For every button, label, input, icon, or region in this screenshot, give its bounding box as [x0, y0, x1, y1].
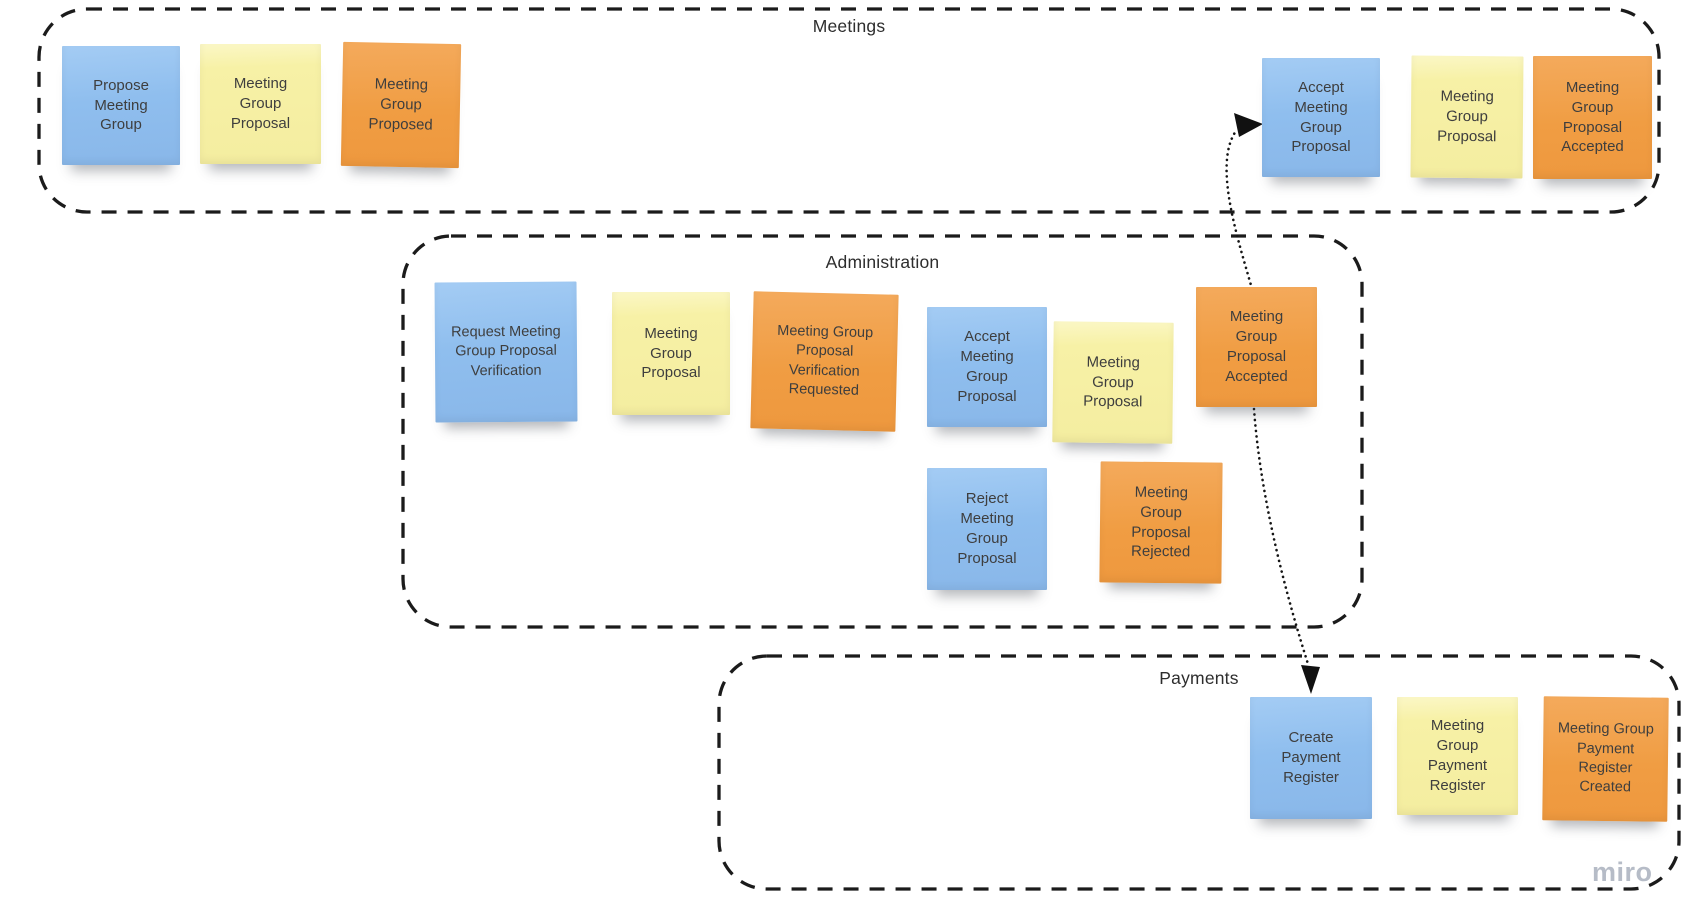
note-accept-meeting-group-proposal-meetings[interactable]: Accept Meeting Group Proposal: [1262, 58, 1380, 177]
note-meeting-group-proposal-1[interactable]: Meeting Group Proposal: [200, 44, 321, 164]
administration-frame-outline[interactable]: [401, 234, 1364, 629]
note-meeting-group-proposal-verification-requested[interactable]: Meeting Group Proposal Verification Requ…: [750, 291, 899, 432]
connector-arrowhead-up-icon: [1234, 113, 1263, 137]
payments-frame-outline[interactable]: [717, 654, 1681, 891]
note-meeting-group-proposal-accepted-admin[interactable]: Meeting Group Proposal Accepted: [1196, 287, 1317, 407]
note-meeting-group-payment-register[interactable]: Meeting Group Payment Register: [1397, 697, 1518, 815]
note-meeting-group-proposal-2[interactable]: Meeting Group Proposal: [1410, 55, 1524, 179]
note-meeting-group-payment-register-created[interactable]: Meeting Group Payment Register Created: [1542, 696, 1669, 822]
meetings-frame-outline[interactable]: [37, 7, 1661, 214]
connector-accepted-to-payments[interactable]: [1252, 407, 1310, 666]
frame-title-administration[interactable]: Administration: [825, 252, 940, 272]
note-reject-meeting-group-proposal[interactable]: Reject Meeting Group Proposal: [927, 468, 1047, 590]
note-meeting-group-proposal-3[interactable]: Meeting Group Proposal: [612, 292, 730, 415]
frame-title-meetings[interactable]: Meetings: [812, 16, 886, 36]
note-accept-meeting-group-proposal-admin[interactable]: Accept Meeting Group Proposal: [927, 307, 1047, 427]
frame-title-payments[interactable]: Payments: [1159, 668, 1239, 688]
note-meeting-group-proposal-4[interactable]: Meeting Group Proposal: [1052, 321, 1174, 444]
note-meeting-group-proposal-rejected[interactable]: Meeting Group Proposal Rejected: [1099, 461, 1223, 584]
note-request-meeting-group-proposal-verification[interactable]: Request Meeting Group Proposal Verificat…: [434, 281, 578, 423]
note-create-payment-register[interactable]: Create Payment Register: [1250, 697, 1372, 819]
note-meeting-group-proposal-accepted-meetings[interactable]: Meeting Group Proposal Accepted: [1533, 56, 1652, 179]
note-propose-meeting-group[interactable]: Propose Meeting Group: [62, 46, 180, 165]
miro-watermark: miro: [1592, 857, 1653, 887]
connector-arrowhead-down-icon: [1301, 665, 1320, 694]
note-meeting-group-proposed[interactable]: Meeting Group Proposed: [340, 41, 462, 169]
